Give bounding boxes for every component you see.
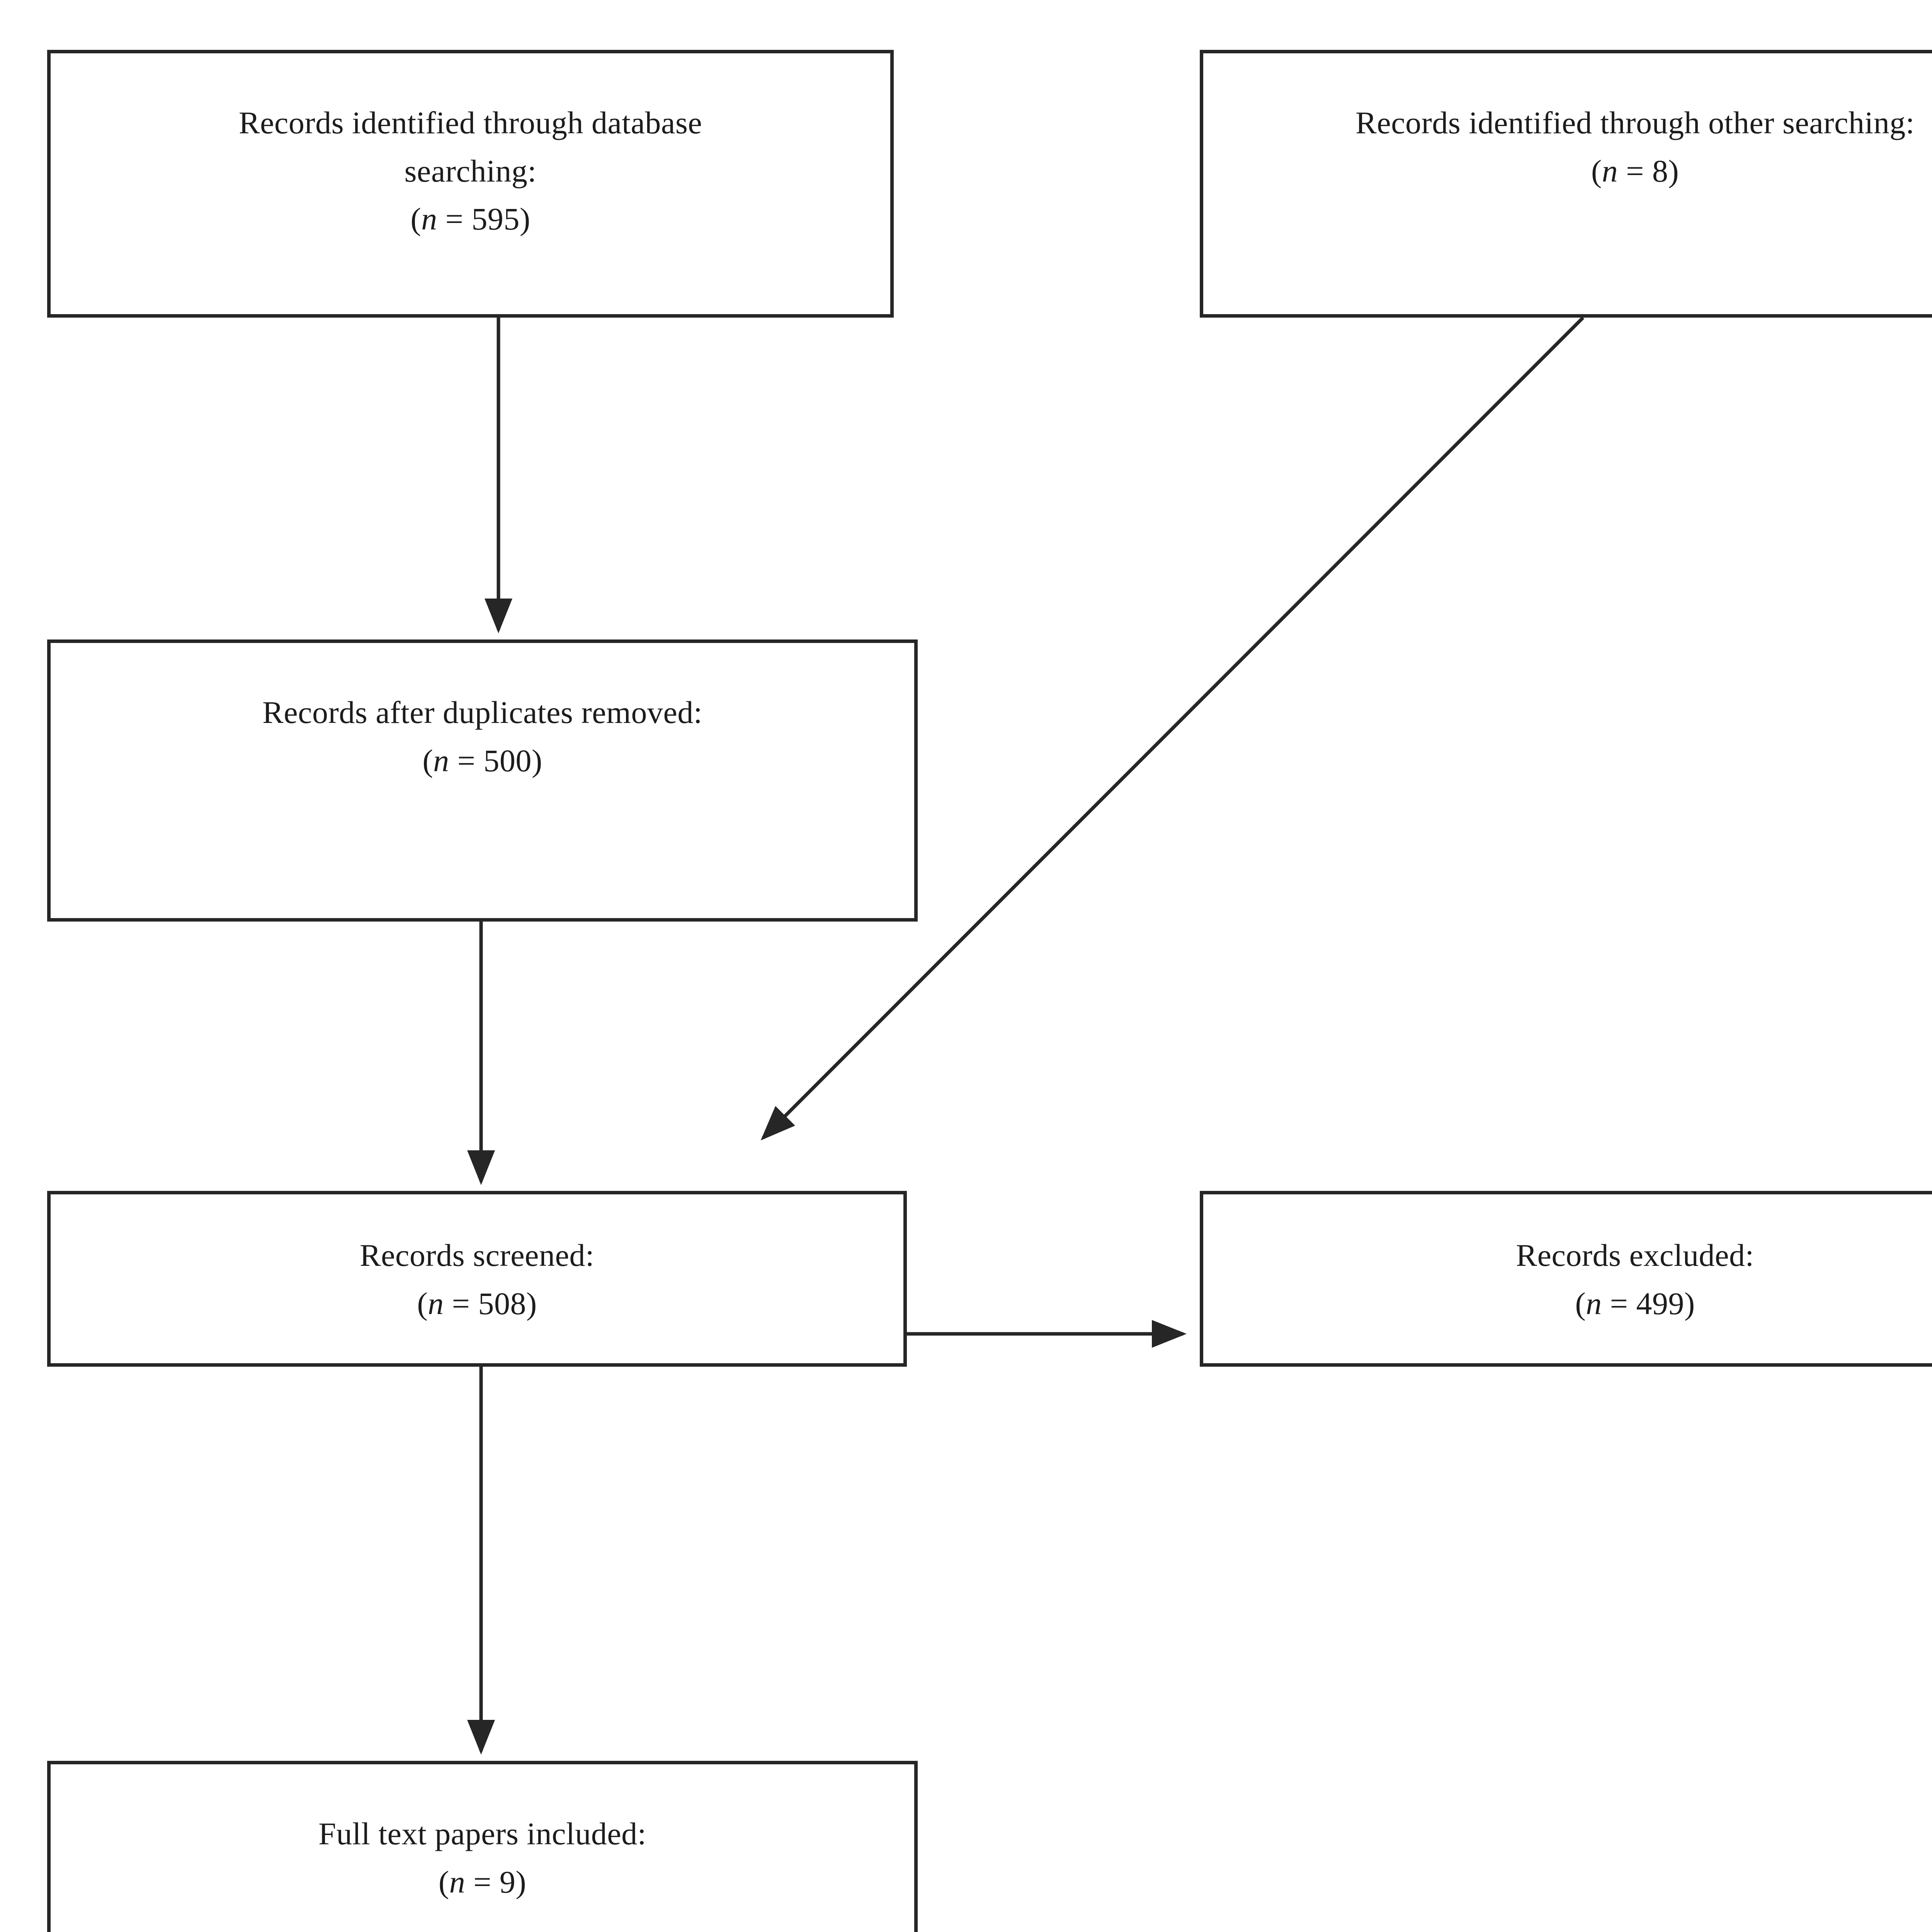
paren-close: ) [515, 1864, 527, 1900]
node-dedup-count: (n = 500) [51, 737, 914, 785]
node-included-text: Full text papers included: (n = 9) [51, 1810, 914, 1906]
arrow-other-to-screened [760, 316, 1585, 1141]
node-excluded-count: (n = 499) [1203, 1280, 1932, 1328]
n-symbol: n [449, 1864, 466, 1900]
node-excluded-line1: Records excluded: [1516, 1238, 1754, 1273]
node-records-identified-database[interactable]: Records identified through database sear… [47, 50, 894, 318]
equals: = [444, 1286, 478, 1321]
node-other-text: Records identified through other searchi… [1203, 99, 1932, 195]
n-symbol: n [433, 743, 449, 778]
n-symbol: n [421, 201, 437, 237]
paren-close: ) [1668, 153, 1679, 189]
node-db-count: (n = 595) [51, 195, 890, 243]
paren-open: ( [1591, 153, 1602, 189]
equals: = [449, 743, 484, 778]
paren-open: ( [410, 201, 422, 237]
node-records-screened[interactable]: Records screened: (n = 508) [47, 1191, 907, 1367]
count-value: 508 [478, 1286, 526, 1321]
paren-open: ( [417, 1286, 428, 1321]
count-value: 595 [471, 201, 520, 237]
node-included-count: (n = 9) [51, 1858, 914, 1906]
node-db-line2: searching: [404, 153, 537, 189]
paren-close: ) [519, 201, 531, 237]
node-other-count: (n = 8) [1203, 147, 1932, 196]
paren-close: ) [531, 743, 543, 778]
equals: = [437, 201, 472, 237]
paren-close: ) [1684, 1286, 1695, 1321]
paren-open: ( [422, 743, 434, 778]
count-value: 499 [1636, 1286, 1684, 1321]
node-records-after-duplicates-removed[interactable]: Records after duplicates removed: (n = 5… [47, 639, 918, 922]
count-value: 9 [499, 1864, 516, 1900]
node-other-line1: Records identified through other searchi… [1355, 105, 1915, 140]
node-db-text: Records identified through database sear… [51, 99, 890, 243]
count-value: 500 [483, 743, 532, 778]
equals: = [1618, 153, 1652, 189]
node-dedup-text: Records after duplicates removed: (n = 5… [51, 689, 914, 785]
paren-open: ( [438, 1864, 449, 1900]
equals: = [465, 1864, 500, 1900]
node-excluded-text: Records excluded: (n = 499) [1203, 1231, 1932, 1328]
paren-open: ( [1575, 1286, 1586, 1321]
node-db-line1: Records identified through database [238, 105, 702, 140]
node-screened-text: Records screened: (n = 508) [51, 1231, 903, 1328]
node-screened-count: (n = 508) [51, 1280, 903, 1328]
node-records-excluded[interactable]: Records excluded: (n = 499) [1200, 1191, 1932, 1367]
node-dedup-line1: Records after duplicates removed: [262, 695, 702, 730]
n-symbol: n [428, 1286, 444, 1321]
equals: = [1602, 1286, 1636, 1321]
node-records-identified-other[interactable]: Records identified through other searchi… [1200, 50, 1932, 318]
node-included-line1: Full text papers included: [318, 1816, 646, 1851]
count-value: 8 [1652, 153, 1668, 189]
n-symbol: n [1602, 153, 1618, 189]
node-screened-line1: Records screened: [359, 1238, 595, 1273]
paren-close: ) [526, 1286, 537, 1321]
node-full-text-papers-included[interactable]: Full text papers included: (n = 9) [47, 1761, 918, 1932]
n-symbol: n [1586, 1286, 1602, 1321]
